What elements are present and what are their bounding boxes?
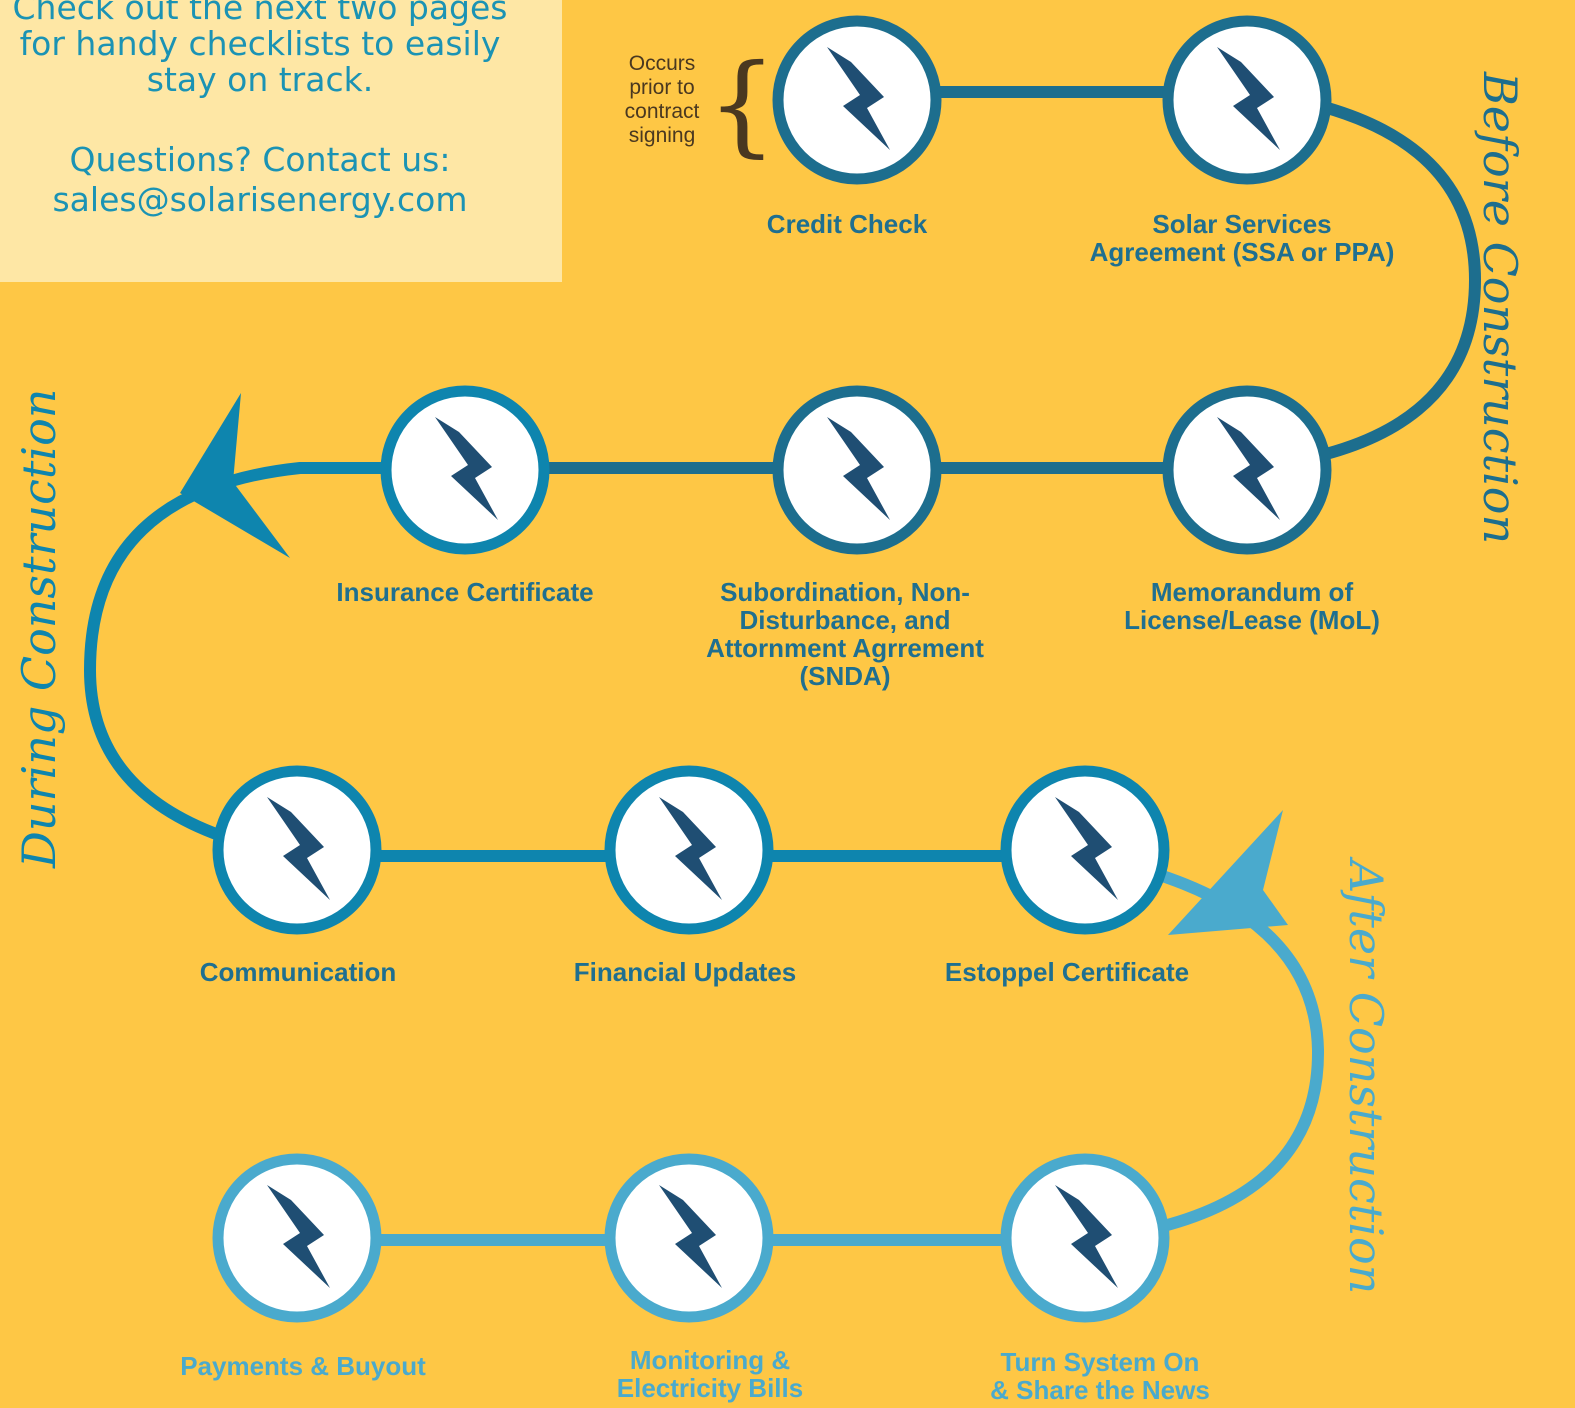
step-node-insurance bbox=[380, 385, 550, 555]
step-node-monitoring bbox=[604, 1153, 774, 1323]
label-line: Attornment Agrrement bbox=[706, 633, 984, 663]
label-line: Financial Updates bbox=[573, 957, 797, 987]
after-arrowhead bbox=[1168, 810, 1288, 935]
lightning-bolt-icon bbox=[435, 417, 498, 520]
label-line: Payments & Buyout bbox=[180, 1351, 426, 1381]
info-line-3: stay on track. bbox=[146, 60, 374, 99]
lightning-bolt-icon bbox=[267, 797, 330, 900]
label-line: & Share the News bbox=[990, 1375, 1210, 1405]
label-line: Monitoring & bbox=[629, 1345, 791, 1375]
step-label-memorandum: Memorandum of License/Lease (MoL) bbox=[1087, 578, 1417, 634]
lightning-bolt-icon bbox=[827, 47, 890, 150]
lightning-bolt-icon bbox=[1055, 797, 1118, 900]
during-arrowhead bbox=[180, 393, 290, 558]
phase-during-construction: During Construction bbox=[12, 388, 66, 868]
step-node-payments bbox=[212, 1153, 382, 1323]
note-line-3: contract bbox=[624, 100, 700, 123]
step-label-solar-services: Solar Services Agreement (SSA or PPA) bbox=[1062, 210, 1422, 266]
after-path bbox=[297, 850, 1325, 1246]
step-node-communication bbox=[212, 765, 382, 935]
label-line: Memorandum of bbox=[1150, 577, 1354, 607]
phase-before-construction: Before Construction bbox=[1473, 72, 1527, 545]
before-path bbox=[465, 86, 1482, 474]
step-node-snda bbox=[772, 385, 942, 555]
step-label-monitoring: Monitoring & Electricity Bills bbox=[560, 1346, 860, 1402]
label-line: Subordination, Non- bbox=[720, 577, 970, 607]
step-label-estoppel: Estoppel Certificate bbox=[907, 958, 1227, 986]
step-node-financial-updates bbox=[604, 765, 774, 935]
label-line: Insurance Certificate bbox=[336, 577, 594, 607]
step-label-insurance: Insurance Certificate bbox=[290, 578, 640, 606]
lightning-bolt-icon bbox=[1217, 417, 1280, 520]
step-node-estoppel bbox=[1000, 765, 1170, 935]
label-line: Estoppel Certificate bbox=[944, 957, 1190, 987]
note-brace: { bbox=[707, 40, 777, 168]
info-line-1: Check out the next two pages bbox=[12, 0, 508, 27]
contact-line: Questions? Contact us: bbox=[69, 140, 451, 179]
step-node-memorandum bbox=[1162, 385, 1332, 555]
lightning-bolt-icon bbox=[1055, 1185, 1118, 1288]
step-label-financial-updates: Financial Updates bbox=[535, 958, 835, 986]
label-line: License/Lease (MoL) bbox=[1124, 605, 1380, 635]
step-label-payments: Payments & Buyout bbox=[138, 1352, 468, 1380]
lightning-bolt-icon bbox=[267, 1185, 330, 1288]
lightning-bolt-icon bbox=[827, 417, 890, 520]
label-line: (SNDA) bbox=[799, 661, 891, 691]
note-line-1: Occurs bbox=[628, 52, 696, 75]
contact-email[interactable]: sales@solarisenergy.com bbox=[52, 180, 468, 219]
note-line-2: prior to bbox=[629, 76, 695, 99]
note-line-4: signing bbox=[628, 124, 696, 147]
step-node-credit-check bbox=[772, 15, 942, 185]
lightning-bolt-icon bbox=[659, 1185, 722, 1288]
contract-note: Occurs prior to contract signing bbox=[604, 52, 720, 148]
label-line: Communication bbox=[199, 957, 397, 987]
lightning-bolt-icon bbox=[659, 797, 722, 900]
label-line: Credit Check bbox=[766, 209, 928, 239]
label-line: Agreement (SSA or PPA) bbox=[1089, 237, 1395, 267]
label-line: Disturbance, and bbox=[739, 605, 951, 635]
label-line: Turn System On bbox=[1000, 1347, 1200, 1377]
info-box: Check out the next two pages for handy c… bbox=[0, 0, 562, 282]
step-label-communication: Communication bbox=[148, 958, 448, 986]
phase-after-construction: After Construction bbox=[1339, 860, 1393, 1295]
label-line: Solar Services bbox=[1152, 209, 1332, 239]
step-node-turn-on bbox=[1000, 1153, 1170, 1323]
step-label-turn-on: Turn System On & Share the News bbox=[940, 1348, 1260, 1404]
lightning-bolt-icon bbox=[1217, 47, 1280, 150]
step-node-solar-services bbox=[1162, 15, 1332, 185]
info-line-2: for handy checklists to easily bbox=[19, 24, 501, 63]
label-line: Electricity Bills bbox=[616, 1373, 804, 1403]
step-label-credit-check: Credit Check bbox=[697, 210, 997, 238]
step-label-snda: Subordination, Non- Disturbance, and Att… bbox=[660, 578, 1030, 690]
